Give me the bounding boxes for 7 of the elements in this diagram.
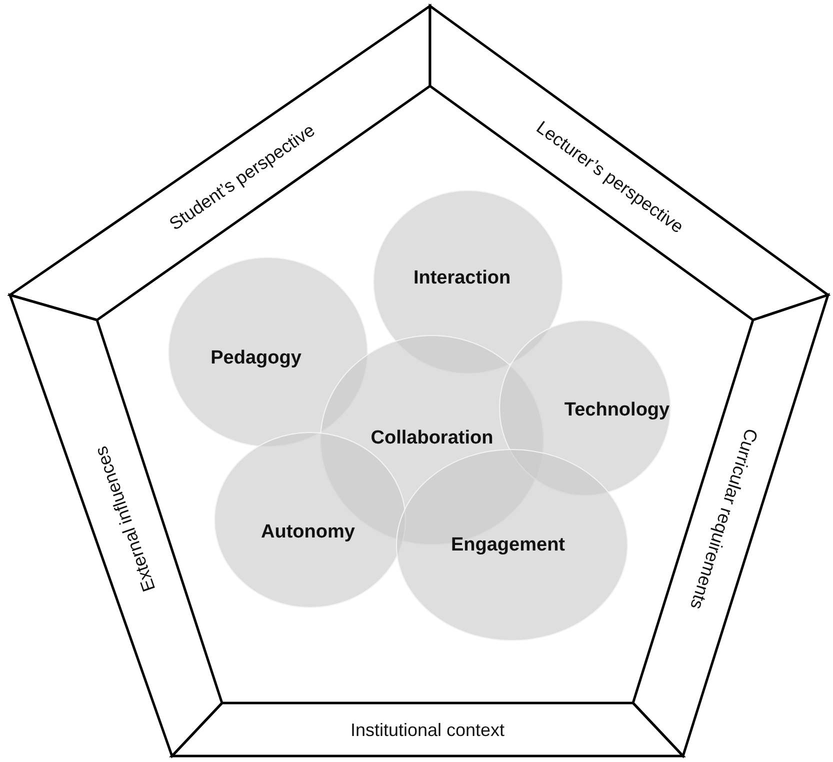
topic-label: Pedagogy [210, 348, 302, 368]
topic-label: Collaboration [370, 428, 494, 448]
topic-label: Interaction [413, 268, 511, 288]
topic-label: Technology [564, 400, 670, 420]
topic-label: Engagement [450, 536, 566, 554]
band-label: Institutional context [350, 720, 505, 738]
topic-label: Autonomy [261, 522, 355, 542]
